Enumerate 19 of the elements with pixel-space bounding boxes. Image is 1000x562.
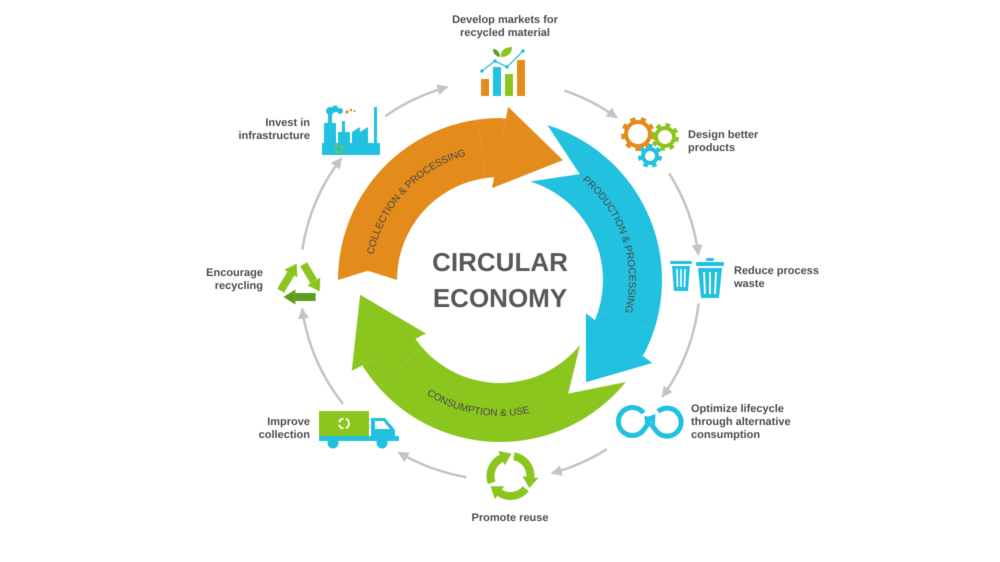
step-label: Develop markets for recycled material <box>451 14 559 40</box>
step-label: Design better products <box>688 129 760 155</box>
cycle-arrow <box>668 172 702 256</box>
cycle-arrow <box>398 451 466 478</box>
cycle-arrow <box>384 84 448 118</box>
broad-arrow <box>352 294 426 386</box>
curved-band <box>378 344 626 442</box>
step-label: Reduce process waste <box>734 265 820 291</box>
step-label: Promote reuse <box>471 512 549 525</box>
step-label: Invest in infrastructure <box>237 117 310 143</box>
step-label: Improve collection <box>258 416 310 442</box>
cycle-arrow <box>550 448 608 476</box>
title: CIRCULAR ECONOMY <box>431 246 569 315</box>
step-label: Optimize lifecycle through alternative consumption <box>691 403 792 442</box>
cycle-arrow <box>301 157 342 250</box>
cycle-arrow <box>661 303 700 398</box>
cycle-arrow <box>564 89 618 119</box>
step-label: Encourage recycling <box>205 267 263 293</box>
cycle-arrow <box>298 308 344 405</box>
